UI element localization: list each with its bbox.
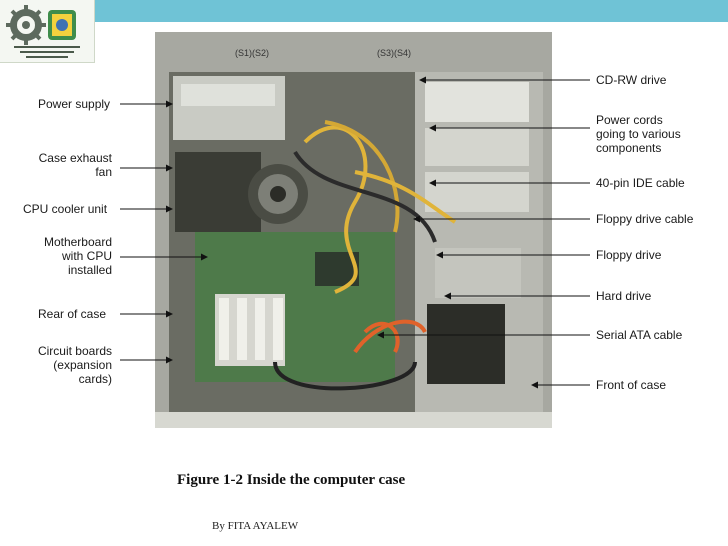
organization-logo — [0, 0, 95, 63]
label-40-pin-ide-cable: 40-pin IDE cable — [596, 176, 685, 190]
photo-top-text-2: (S3)(S4) — [377, 48, 411, 58]
label-cd-rw-drive: CD-RW drive — [596, 73, 667, 87]
label-hard-drive: Hard drive — [596, 289, 652, 303]
label-circuit-boards: Circuit boards (expansion cards) — [37, 344, 112, 386]
label-floppy-drive-cable: Floppy drive cable — [596, 212, 694, 226]
label-floppy-drive: Floppy drive — [596, 248, 662, 262]
label-case-exhaust-fan: Case exhaust fan — [38, 151, 112, 179]
label-motherboard: Motherboard with CPU installed — [43, 235, 112, 277]
photo-top-text-1: (S1)(S2) — [235, 48, 269, 58]
label-power-cords: Power cords going to various components — [596, 113, 681, 155]
computer-case-photo: (S1)(S2) (S3)(S4) — [155, 32, 552, 428]
label-serial-ata-cable: Serial ATA cable — [596, 328, 683, 342]
label-power-supply: Power supply — [38, 97, 111, 111]
top-accent-band — [0, 0, 728, 22]
label-cpu-cooler-unit: CPU cooler unit — [23, 202, 108, 216]
figure-caption: Figure 1-2 Inside the computer case — [177, 472, 406, 488]
author-credit: By FITA AYALEW — [212, 520, 299, 532]
label-rear-of-case: Rear of case — [38, 307, 107, 321]
label-front-of-case: Front of case — [596, 378, 667, 392]
